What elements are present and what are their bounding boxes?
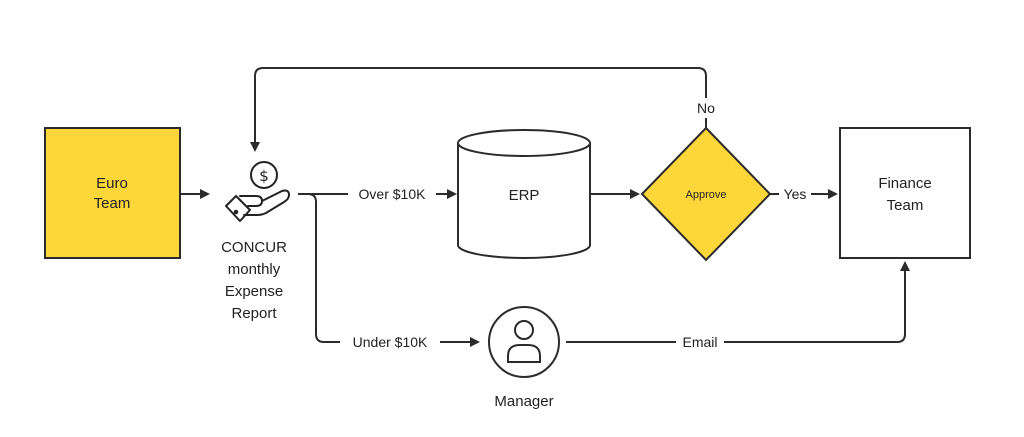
svg-text:$: $ xyxy=(259,167,269,185)
euro-team-label-line2: Team xyxy=(94,195,131,212)
edge-label-no: No xyxy=(697,100,715,116)
concur-label-line4: Report xyxy=(231,305,277,322)
node-erp: ERP xyxy=(457,129,591,259)
edge-label-yes: Yes xyxy=(784,186,807,202)
concur-label-line2: monthly xyxy=(228,261,281,278)
edge-label-over: Over $10K xyxy=(359,186,427,202)
user-icon xyxy=(507,320,541,363)
finance-team-label-line1: Finance xyxy=(878,175,931,192)
edge-approve-no-loop xyxy=(250,67,707,152)
approve-label: Approve xyxy=(686,189,727,201)
edge-label-email: Email xyxy=(682,334,717,350)
edge-manager-to-finance xyxy=(566,261,910,343)
edge-concur-to-manager xyxy=(298,193,480,347)
concur-label-line3: Expense xyxy=(225,283,283,300)
euro-team-label-line1: Euro xyxy=(96,175,128,192)
manager-label: Manager xyxy=(494,393,553,410)
finance-team-label-line2: Team xyxy=(887,197,924,214)
hand-money-icon: $ xyxy=(225,161,290,222)
edge-label-under: Under $10K xyxy=(353,334,428,350)
node-manager: Manager xyxy=(488,306,560,410)
erp-label: ERP xyxy=(509,187,540,204)
concur-label-line1: CONCUR xyxy=(221,239,287,256)
node-concur: $ CONCUR monthly Expense Report xyxy=(221,161,290,322)
node-euro-team: Euro Team xyxy=(44,127,181,259)
node-finance-team: Finance Team xyxy=(839,127,971,259)
node-approve: Approve xyxy=(640,126,772,262)
